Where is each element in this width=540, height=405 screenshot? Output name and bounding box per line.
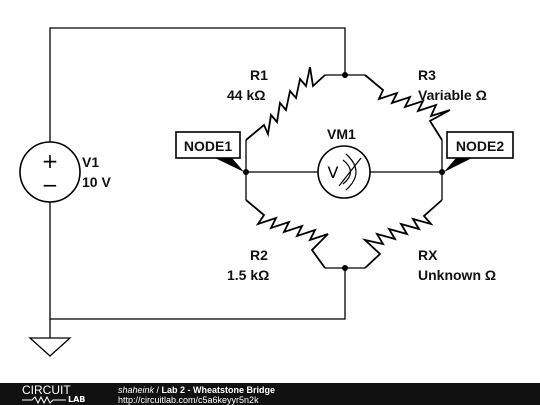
voltage-source-v1[interactable]: + − — [19, 141, 81, 203]
r2-value-label: 1.5 kΩ — [227, 267, 269, 283]
node2-label: NODE2 — [456, 138, 504, 154]
resistor-r1[interactable] — [245, 66, 326, 141]
r3-name-label: R3 — [418, 67, 436, 83]
node-dot-bottom — [342, 265, 348, 271]
resistor-rx[interactable] — [361, 199, 443, 269]
rx-name-label: RX — [418, 247, 438, 263]
gauge-needle-icon — [338, 157, 362, 187]
circuitlab-logo[interactable]: CIRCUIT LAB — [22, 384, 97, 404]
logo-top-text: CIRCUIT — [22, 383, 71, 397]
footer-separator: / — [154, 385, 162, 395]
outer-wires — [49, 27, 346, 338]
vm1-symbol: V — [328, 163, 339, 182]
footer-bar: CIRCUIT LAB shaheink / Lab 2 - Wheatston… — [0, 383, 540, 405]
node1-tag[interactable]: NODE1 — [175, 131, 244, 172]
resistor-r2[interactable] — [245, 199, 329, 269]
voltmeter-vm1[interactable]: V — [317, 145, 371, 199]
node2-tag[interactable]: NODE2 — [444, 131, 514, 172]
footer-url[interactable]: http://circuitlab.com/c5a6keyyr5n2k — [118, 395, 259, 405]
v1-plus-sign: + — [42, 149, 59, 173]
v1-minus-sign: − — [42, 173, 59, 197]
logo-resistor-icon — [22, 396, 66, 404]
footer-user[interactable]: shaheink — [118, 385, 155, 395]
resistor-r3[interactable] — [364, 74, 451, 141]
gauge-arc-icon — [345, 153, 357, 191]
r1-value-label: 44 kΩ — [227, 87, 265, 103]
logo-bottom-text: LAB — [68, 395, 86, 404]
node-dot-top — [342, 72, 348, 78]
ground-icon — [28, 337, 72, 357]
node-dots — [243, 72, 445, 271]
footer-credit: shaheink / Lab 2 - Wheatstone Bridge — [118, 385, 275, 395]
rx-value-label: Unknown Ω — [418, 267, 496, 283]
r1-name-label: R1 — [250, 67, 268, 83]
r2-name-label: R2 — [250, 247, 268, 263]
schematic-canvas: + − V1 10 V R1 44 kΩ R3 Variable Ω R2 1.… — [19, 27, 514, 357]
v1-name-label: V1 — [82, 154, 99, 170]
r3-value-label: Variable Ω — [418, 87, 487, 103]
node-dot-left — [243, 169, 249, 175]
node-dot-right — [439, 169, 445, 175]
v1-value-label: 10 V — [82, 174, 111, 190]
logo-bottom: LAB — [22, 395, 97, 404]
footer-title: Lab 2 - Wheatstone Bridge — [161, 385, 276, 395]
node1-label: NODE1 — [184, 138, 232, 154]
vm1-name-label: VM1 — [327, 126, 356, 142]
